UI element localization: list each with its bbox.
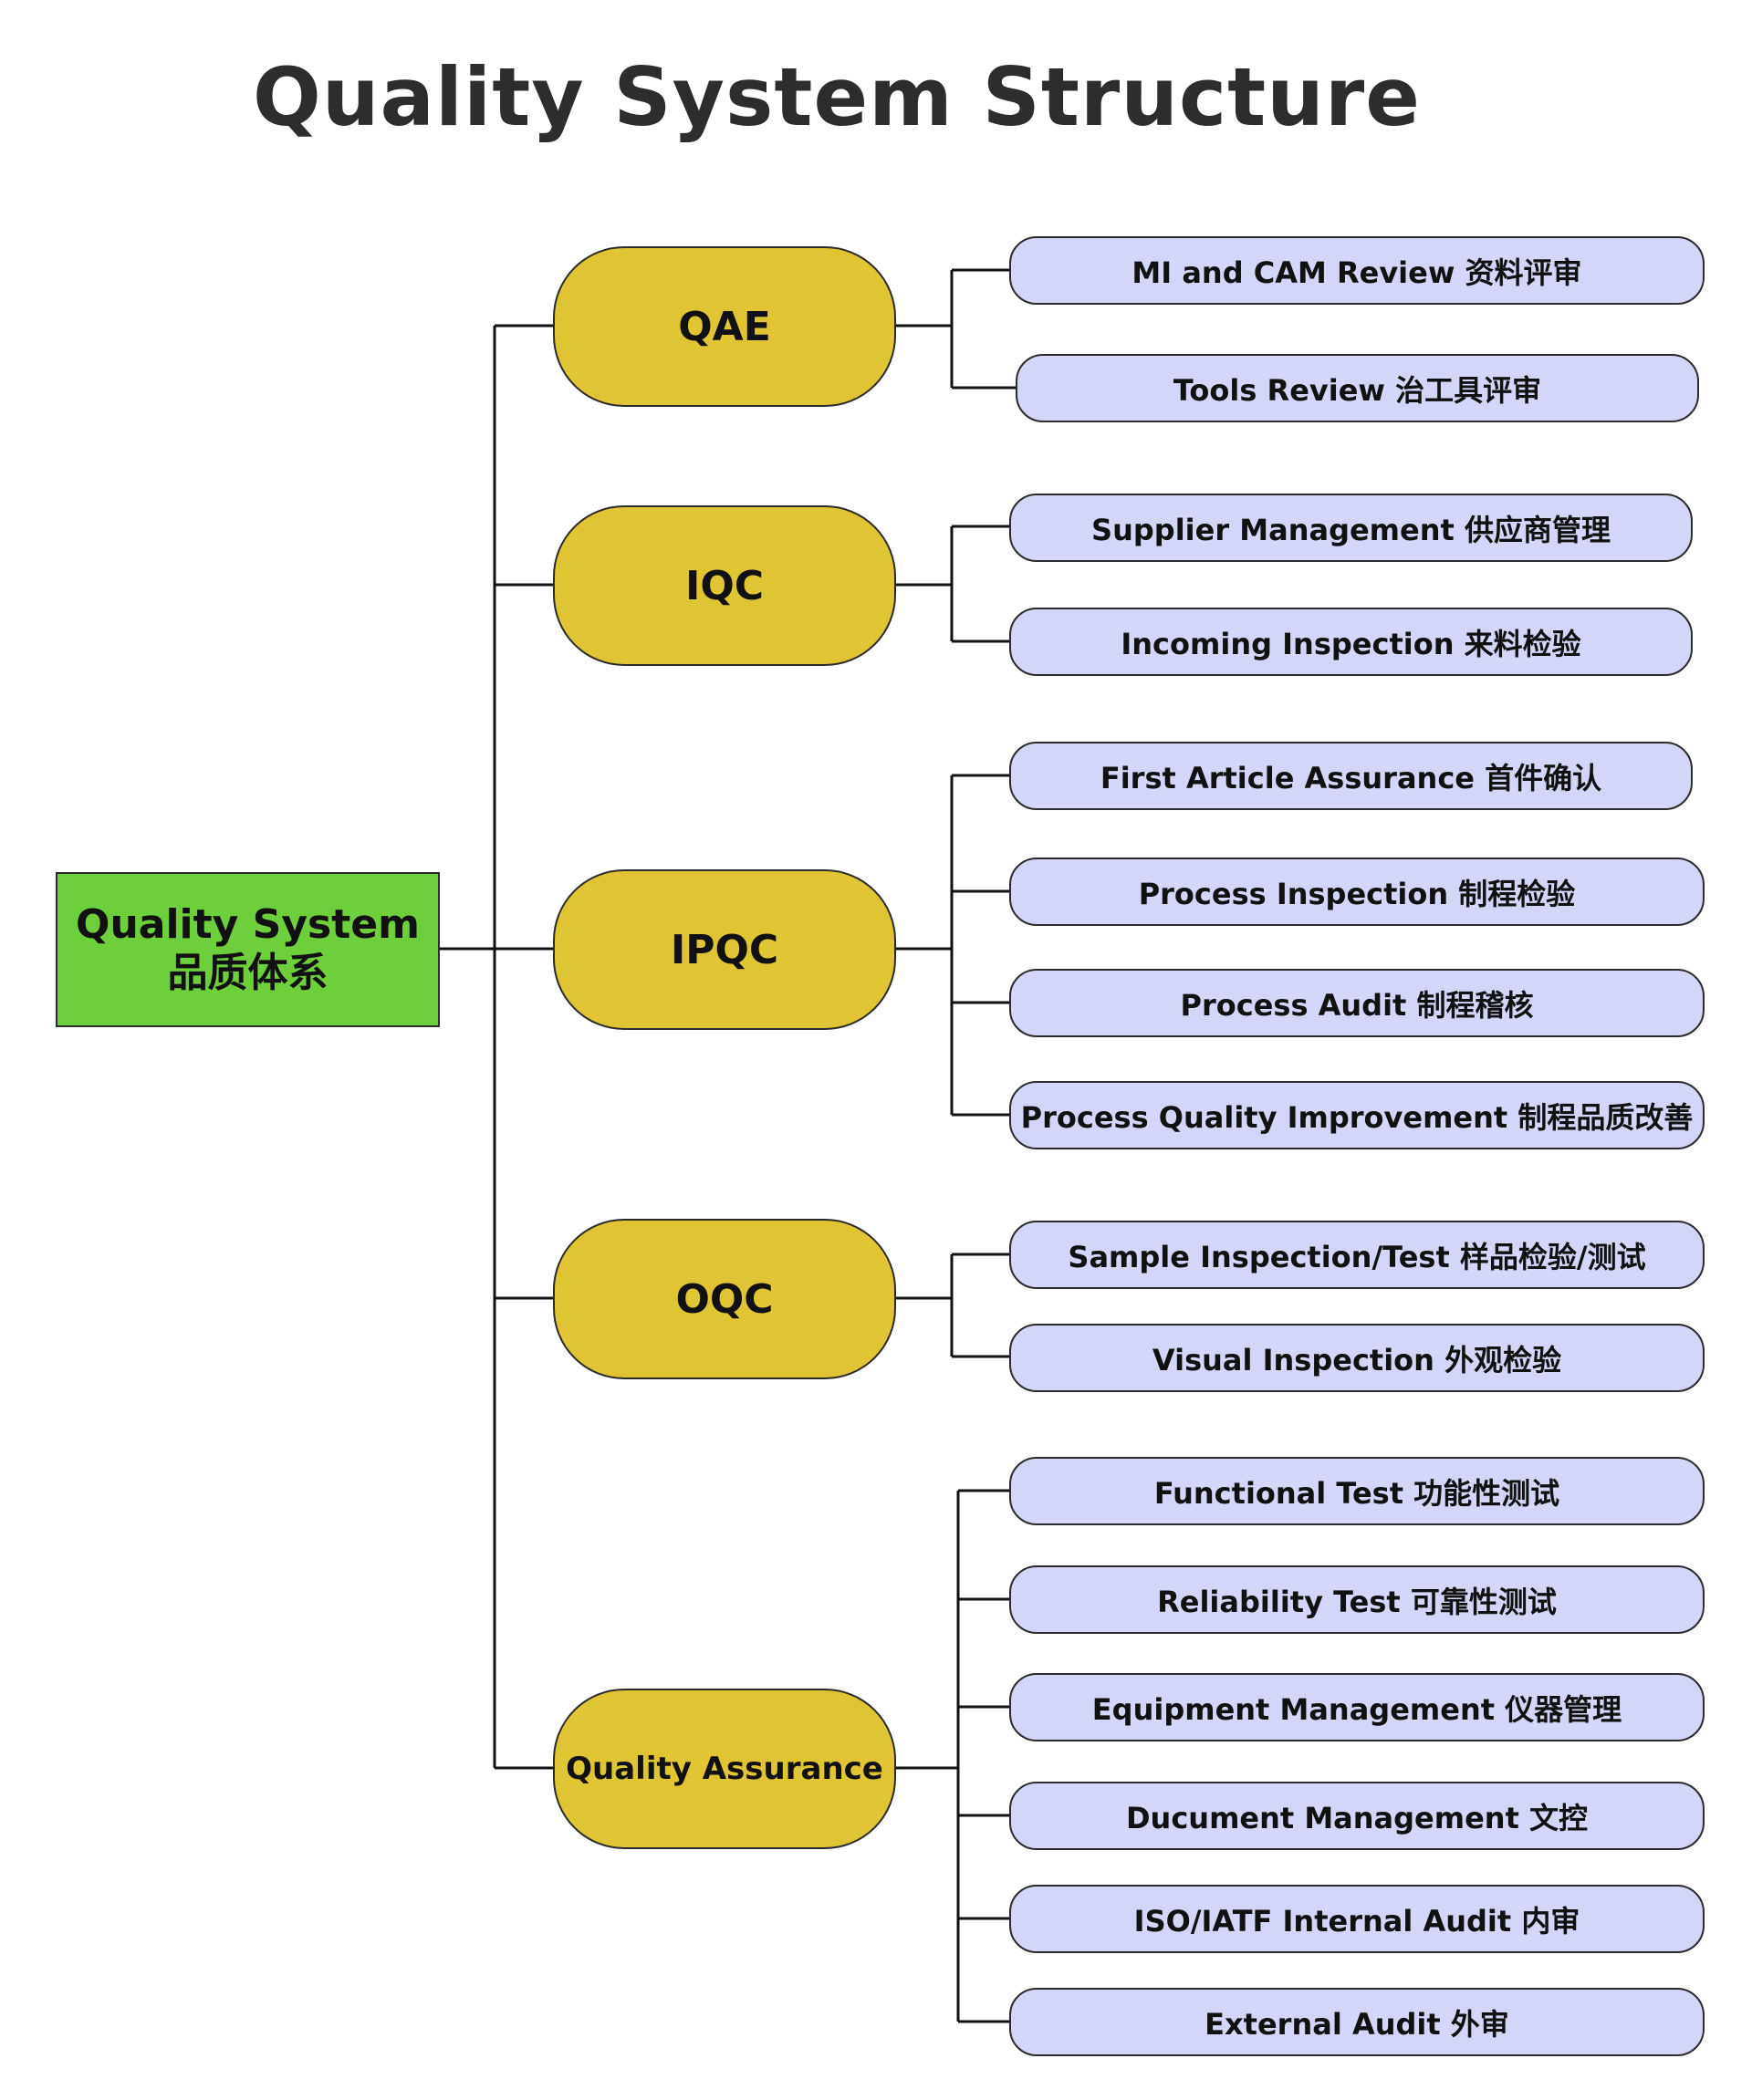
item-reliability-test[interactable]: Reliability Test 可靠性测试 (1009, 1565, 1705, 1634)
category-iqc[interactable]: IQC (553, 505, 896, 666)
item-mi-cam-review[interactable]: MI and CAM Review 资料评审 (1009, 236, 1705, 305)
item-first-article-assurance[interactable]: First Article Assurance 首件确认 (1009, 742, 1693, 810)
item-external-audit[interactable]: External Audit 外审 (1009, 1988, 1705, 2056)
diagram-title: Quality System Structure (253, 50, 1421, 144)
category-oqc[interactable]: OQC (553, 1219, 896, 1379)
category-quality-assurance[interactable]: Quality Assurance (553, 1689, 896, 1849)
item-document-management[interactable]: Ducument Management 文控 (1009, 1782, 1705, 1850)
qae-connector (896, 268, 1016, 390)
item-sample-inspection-test[interactable]: Sample Inspection/Test 样品检验/测试 (1009, 1221, 1705, 1289)
item-functional-test[interactable]: Functional Test 功能性测试 (1009, 1457, 1705, 1525)
item-equipment-management[interactable]: Equipment Management 仪器管理 (1009, 1673, 1705, 1741)
item-incoming-inspection[interactable]: Incoming Inspection 来料检验 (1009, 608, 1693, 676)
item-iso-iatf-internal-audit[interactable]: ISO/IATF Internal Audit 内审 (1009, 1885, 1705, 1953)
category-ipqc[interactable]: IPQC (553, 869, 896, 1030)
ipqc-connector (896, 774, 1009, 1117)
item-supplier-management[interactable]: Supplier Management 供应商管理 (1009, 494, 1693, 562)
root-label-chinese: 品质体系 (167, 950, 328, 996)
item-tools-review[interactable]: Tools Review 治工具评审 (1016, 354, 1699, 422)
oqc-connector (896, 1253, 1009, 1358)
item-process-audit[interactable]: Process Audit 制程稽核 (1009, 969, 1705, 1037)
qa-connector (896, 1489, 1009, 2023)
iqc-connector (896, 525, 1009, 643)
item-process-quality-improvement[interactable]: Process Quality Improvement 制程品质改善 (1009, 1081, 1705, 1149)
root-node[interactable]: Quality System 品质体系 (56, 872, 440, 1027)
category-qae[interactable]: QAE (553, 246, 896, 407)
item-visual-inspection[interactable]: Visual Inspection 外观检验 (1009, 1324, 1705, 1392)
root-label-english: Quality System (76, 901, 420, 949)
item-process-inspection[interactable]: Process Inspection 制程检验 (1009, 858, 1705, 926)
